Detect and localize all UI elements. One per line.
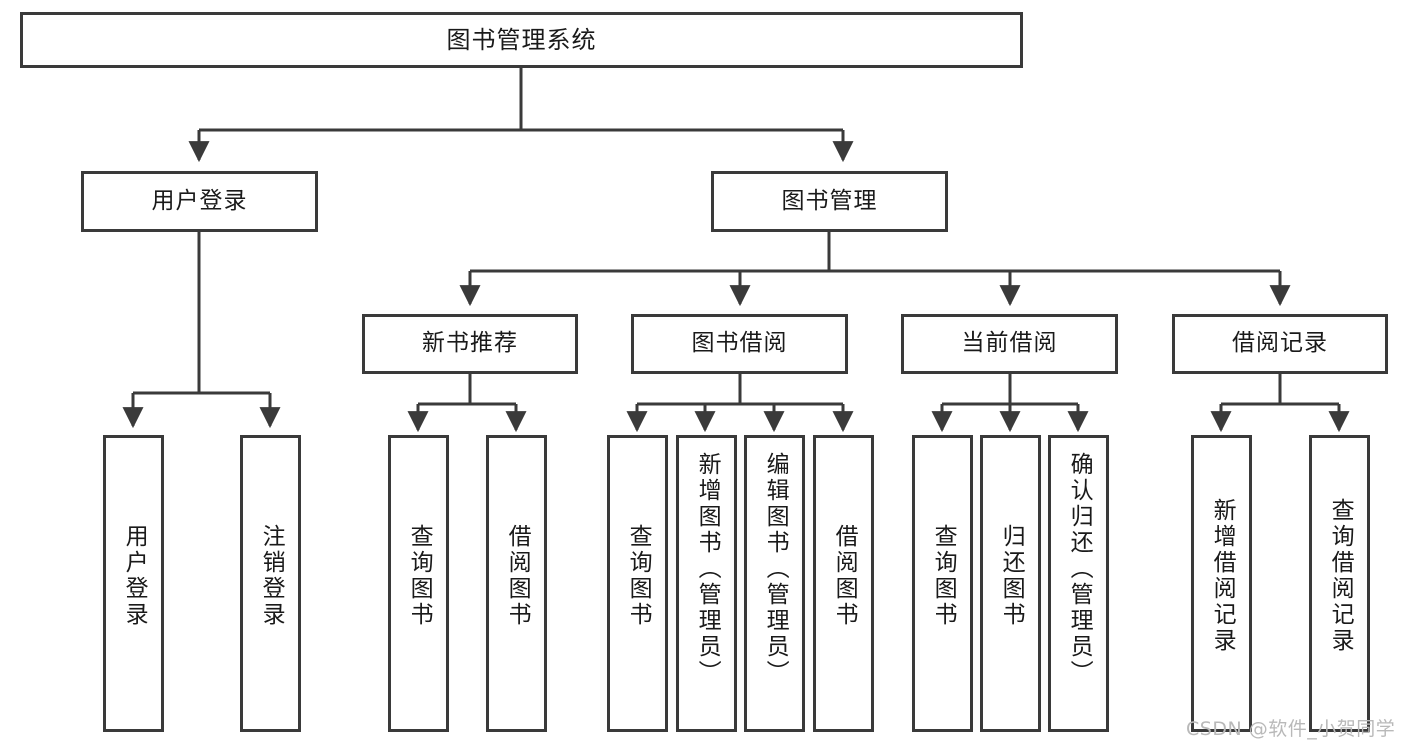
node-label: 新增借阅记录: [1209, 497, 1236, 654]
node-label: 图书管理系统: [446, 25, 597, 54]
node-label: 归还图书: [998, 523, 1025, 628]
node-label: 新书推荐: [422, 330, 518, 357]
node-label: 借阅图书: [831, 523, 858, 628]
leaf-borrow-add-book-admin[interactable]: 新增图书（管理员）: [676, 435, 737, 732]
node-label: 图书借阅: [691, 330, 788, 357]
node-label: 图书管理: [781, 187, 878, 214]
node-label: 当前借阅: [961, 330, 1058, 357]
node-book-management[interactable]: 图书管理: [711, 171, 948, 232]
node-label: 用户登录: [151, 187, 248, 214]
node-label: 查询借阅记录: [1327, 497, 1354, 654]
node-label: 查询图书: [625, 523, 652, 628]
node-label: 注销登录: [258, 523, 285, 628]
node-label: 新增图书（管理员）: [694, 452, 721, 686]
node-new-book-recommend[interactable]: 新书推荐: [362, 314, 578, 374]
leaf-user-login[interactable]: 用户登录: [103, 435, 164, 732]
leaf-record-add-record[interactable]: 新增借阅记录: [1191, 435, 1252, 732]
node-book-borrow[interactable]: 图书借阅: [631, 314, 848, 374]
leaf-current-return-book[interactable]: 归还图书: [980, 435, 1041, 732]
leaf-recommend-borrow-book[interactable]: 借阅图书: [486, 435, 547, 732]
node-root-system[interactable]: 图书管理系统: [20, 12, 1023, 68]
node-label: 查询图书: [930, 523, 957, 628]
node-borrow-record[interactable]: 借阅记录: [1172, 314, 1388, 374]
node-user-login[interactable]: 用户登录: [81, 171, 318, 232]
node-label: 借阅图书: [504, 523, 531, 628]
node-label: 确认归还（管理员）: [1066, 452, 1093, 686]
leaf-borrow-query-book[interactable]: 查询图书: [607, 435, 668, 732]
leaf-borrow-edit-book-admin[interactable]: 编辑图书（管理员）: [744, 435, 805, 732]
node-label: 用户登录: [121, 523, 148, 628]
leaf-borrow-borrow-book[interactable]: 借阅图书: [813, 435, 874, 732]
node-current-borrow[interactable]: 当前借阅: [901, 314, 1118, 374]
leaf-recommend-query-book[interactable]: 查询图书: [388, 435, 449, 732]
node-label: 借阅记录: [1232, 330, 1328, 357]
leaf-current-confirm-return-admin[interactable]: 确认归还（管理员）: [1048, 435, 1109, 732]
leaf-current-query-book[interactable]: 查询图书: [912, 435, 973, 732]
node-label: 编辑图书（管理员）: [762, 452, 789, 686]
node-label: 查询图书: [406, 523, 433, 628]
leaf-logout-login[interactable]: 注销登录: [240, 435, 301, 732]
leaf-record-query-record[interactable]: 查询借阅记录: [1309, 435, 1370, 732]
watermark-text: CSDN @软件_小贺同学: [1186, 718, 1396, 740]
